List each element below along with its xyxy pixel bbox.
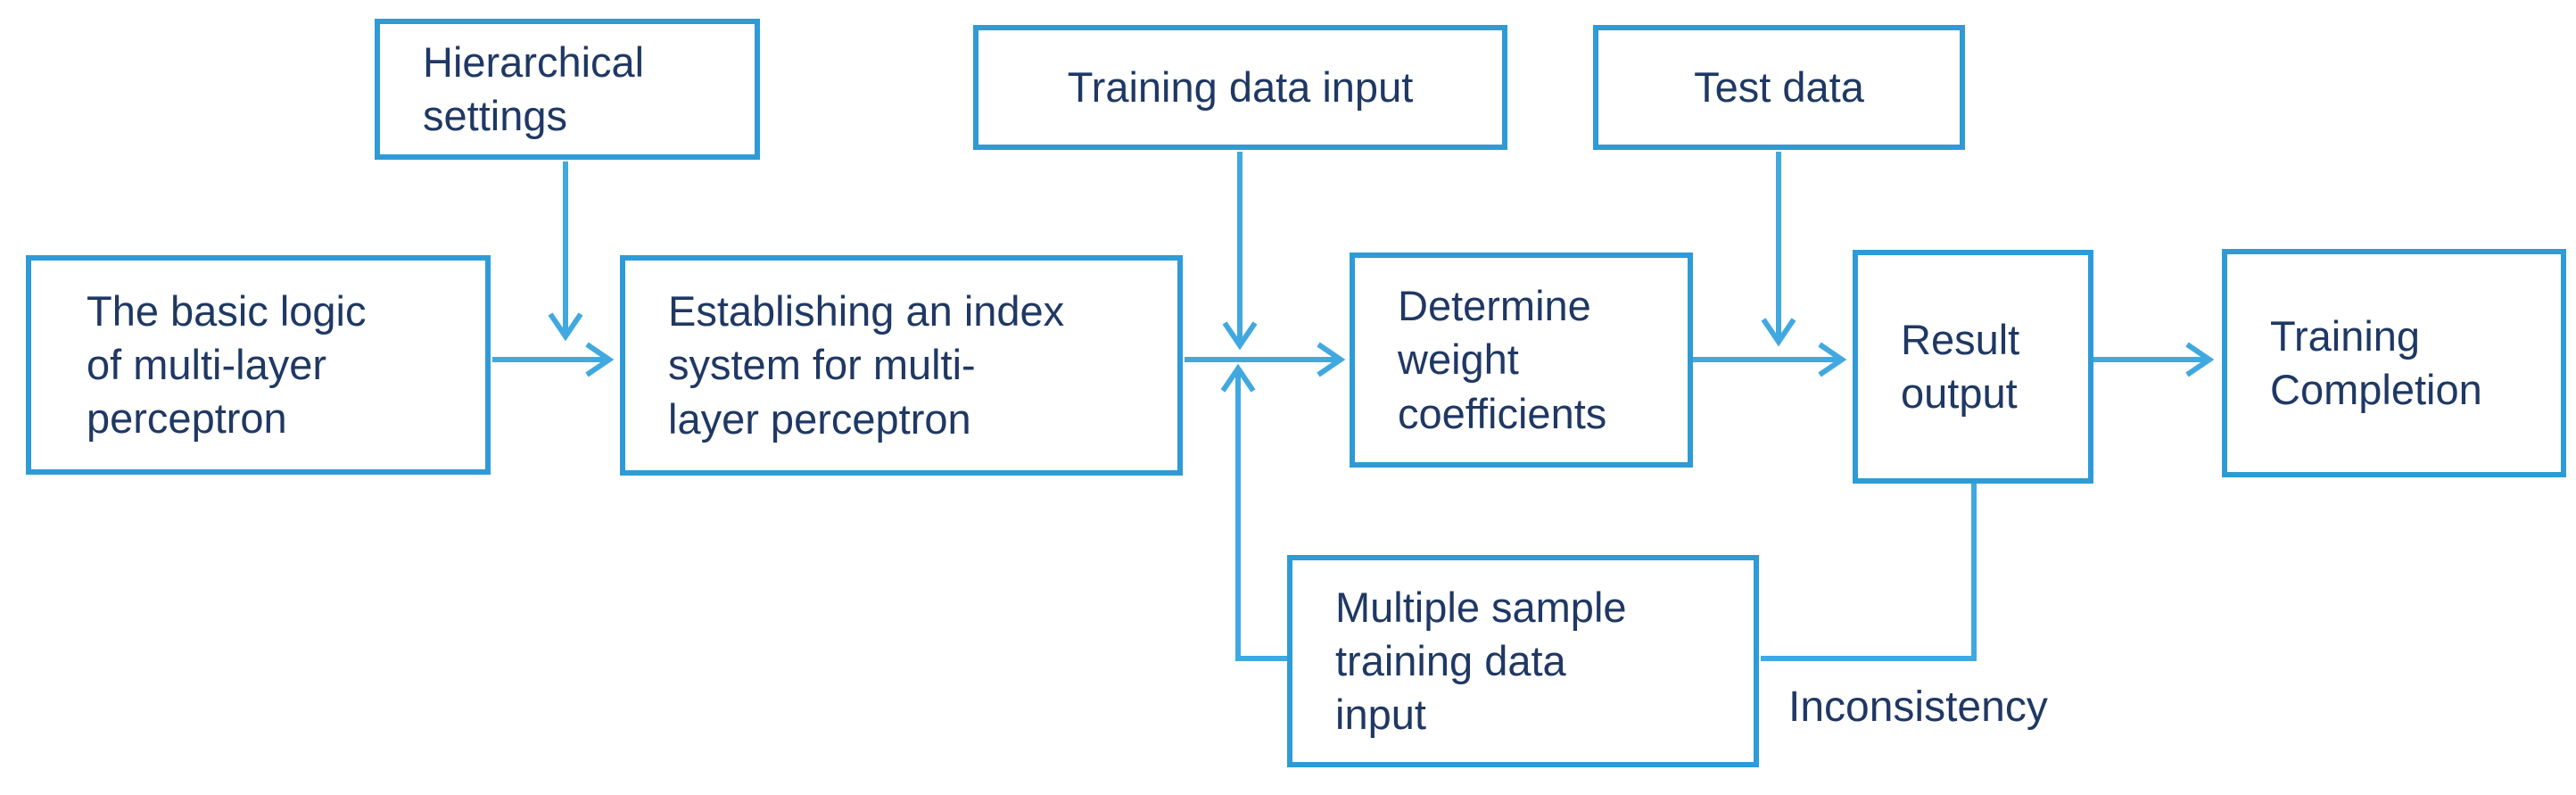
node-result-output-label: Result output [1901,315,2020,417]
node-hierarchical-settings-label: Hierarchical settings [423,37,645,139]
inconsistency-label: Inconsistency [1788,683,2048,731]
node-weight-coefficients: Determine weight coefficients [1350,253,1693,468]
node-test-data-label: Test data [1694,62,1864,111]
node-multiple-sample-input: Multiple sample training data input [1287,555,1759,767]
node-training-data-input-label: Training data input [1067,62,1414,111]
node-training-completion: Training Completion [2222,249,2566,477]
node-result-output: Result output [1853,250,2093,484]
line-result-inconsistency-feedback [1761,484,1977,661]
arrow-multiple-sample-feedback-up [1220,363,1287,661]
node-multiple-sample-input-label: Multiple sample training data input [1335,583,1627,739]
node-weight-coefficients-label: Determine weight coefficients [1398,282,1607,437]
node-basic-logic: The basic logic of multi-layer perceptro… [26,255,491,475]
node-test-data: Test data [1593,25,1965,150]
node-index-system: Establishing an index system for multi- … [620,255,1183,476]
node-basic-logic-label: The basic logic of multi-layer perceptro… [87,286,367,443]
node-training-completion-label: Training Completion [2270,311,2482,413]
node-index-system-label: Establishing an index system for multi- … [668,287,1065,443]
node-training-data-input: Training data input [973,25,1507,150]
node-hierarchical-settings: Hierarchical settings [375,19,760,160]
